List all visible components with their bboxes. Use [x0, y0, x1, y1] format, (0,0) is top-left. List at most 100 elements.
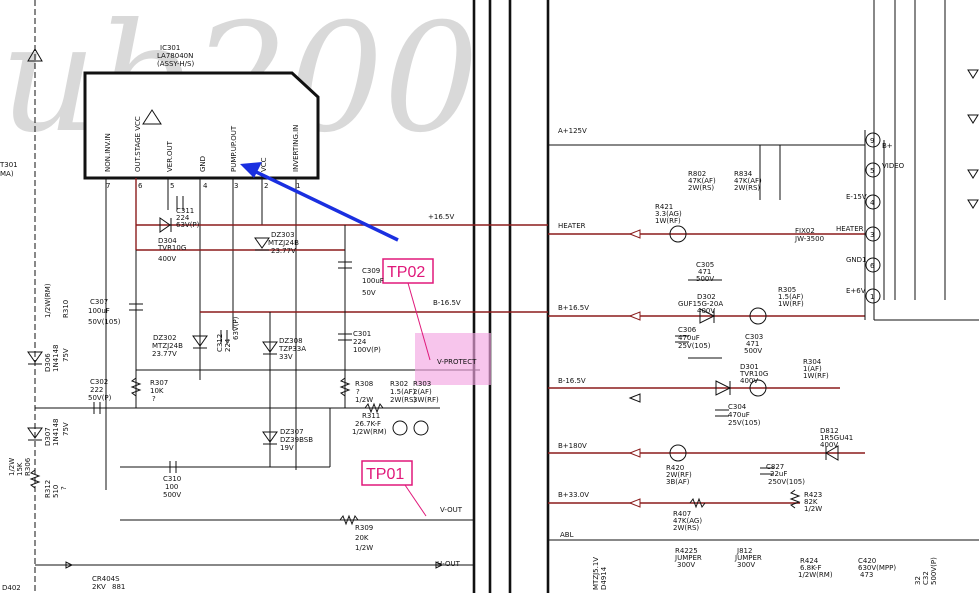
test-point-tp01: TP01 [366, 466, 404, 483]
connector-pin-num-1: 1 [870, 293, 874, 301]
r311-label-1: 26.7K-F [355, 420, 381, 428]
r305-label-0: R305 [778, 286, 796, 294]
c306-label-0: C306 [678, 326, 697, 334]
test-point-tp02: TP02 [387, 264, 425, 281]
r306-label-2: R306 [24, 457, 32, 476]
r307-label-2: ? [152, 395, 156, 403]
connector-pin-num-9: 9 [870, 137, 874, 145]
c301-label-0: C301 [353, 330, 371, 338]
d307-label-1: 1N4148 [52, 418, 60, 446]
d304-label-2: 400V [158, 255, 176, 263]
connector-pin-num-5: 5 [870, 167, 874, 175]
fix02-label-0: FIX02 [795, 227, 815, 235]
d302-label-1: GUF15G-20A [678, 300, 723, 308]
c827-label-2: 250V(105) [768, 478, 805, 486]
c302-label-0: C302 [90, 378, 108, 386]
r302-label-2: 2W(RS) [390, 396, 416, 404]
r308-label-0: R308 [355, 380, 373, 388]
r305-label-2: 1W(RF) [778, 300, 804, 308]
c311-label-2: 63V(P) [176, 221, 200, 229]
r834-label-2: 2W(RS) [734, 184, 760, 192]
net-label-b-minus-16v: B-16.5V [433, 299, 461, 307]
net-label-b-minus-16v-right: B-16.5V [558, 377, 586, 385]
net-label-plus-16v: +16.5V [428, 213, 454, 221]
c312-label-2: 63V(P) [232, 316, 240, 340]
connector-pin-name-video: VIDEO [882, 162, 905, 170]
crt-connector: 9 5 4 3 6 1 B+ VIDEO E-15V HEATER GND1 E… [836, 0, 979, 321]
c311-label-0: C311 [176, 207, 194, 215]
j812-label-0: J812 [736, 547, 752, 555]
c304-label-2: 25V(105) [728, 419, 761, 427]
cr404-label-0: CR404S [92, 575, 120, 583]
t301-label-0: T301 [0, 161, 18, 169]
r312-label-0: R312 [44, 480, 52, 498]
r306-label-0: 1/2W [8, 458, 16, 476]
r421-label-1: 3.3(AG) [655, 210, 682, 218]
d812-label-0: D812 [820, 427, 839, 435]
connector-pin-name-heater: HEATER [836, 225, 864, 233]
c304-label-1: 470uF [728, 411, 750, 419]
net-label-abl: ABL [560, 531, 574, 539]
c420-label-1: 630V(MPP) [858, 564, 896, 572]
d306-label-1: 1N4148 [52, 344, 60, 372]
r423-label-0: R423 [804, 491, 822, 499]
r802-label-0: R802 [688, 170, 706, 178]
net-label-v-protect: V-PROTECT [437, 358, 477, 366]
c311-label-1: 224 [176, 214, 190, 222]
dz308-label-1: TZP33A [278, 345, 306, 353]
r420-label-2: 3B(AF) [666, 478, 690, 486]
r407-label-2: 2W(RS) [673, 524, 699, 532]
ic-pin-num-6: 6 [138, 182, 143, 190]
r4225-label-0: R4225 [675, 547, 698, 555]
fix02-label-1: JW-3500 [794, 235, 824, 243]
d304-label-1: TVR10G [157, 244, 186, 252]
mtz-label-0: MTZJ5.1V [592, 557, 600, 590]
c307-label-0: C307 [90, 298, 108, 306]
ic-pin-name-1: INVERTING.IN [292, 125, 300, 172]
d304-label-0: D304 [158, 237, 177, 245]
c305-label-2: 500V [696, 275, 714, 283]
net-label-b-plus-180v: B+180V [558, 442, 587, 450]
c420-label-2: 473 [860, 571, 873, 579]
dz307-label-1: DZ39BSB [280, 436, 313, 444]
dz302-label-0: DZ302 [153, 334, 177, 342]
r312-label-2: ? [60, 486, 68, 490]
d301-label-2: 400V [740, 377, 758, 385]
c301-label-1: 224 [353, 338, 367, 346]
c309-label-2: 50V [362, 289, 376, 297]
dz303-label-1: MTZJ24B [268, 239, 299, 247]
j812-label-2: 300V [737, 561, 755, 569]
r303-label-1: 2(AF) [413, 388, 432, 396]
dz307-label-2: 19V [280, 444, 294, 452]
c310-label-1: 100 [165, 483, 178, 491]
d812-label-2: 400V [820, 441, 838, 449]
connector-pin-name-b-plus: B+ [882, 142, 893, 150]
net-label-heater: HEATER [558, 222, 586, 230]
r305-label-1: 1.5(AF) [778, 293, 804, 301]
ic-pin-name-6: OUT.STAGE VCC [134, 116, 142, 172]
cr404-label-2: 881 [112, 583, 125, 591]
dz303-label-2: 23.77V [271, 247, 296, 255]
ic-pin-num-3: 3 [234, 182, 238, 190]
c32-label-2: C32 [922, 571, 930, 585]
dz308-label-2: 33V [279, 353, 293, 361]
r304-label-0: R304 [803, 358, 822, 366]
dz303-label-0: DZ303 [271, 231, 295, 239]
r423-label-2: 1/2W [804, 505, 822, 513]
ic301: IC301 LA78040N (ASSY-H/S) NON.INV.IN OUT… [83, 44, 320, 190]
ic-pin-num-5: 5 [170, 182, 174, 190]
d402-label-0: D402 [2, 584, 21, 592]
d812-label-1: 1R5GU41 [820, 434, 853, 442]
r302-label-0: R302 [390, 380, 408, 388]
r311-label-0: R311 [362, 412, 380, 420]
dz308-label-0: DZ308 [279, 337, 303, 345]
c307-label-2: 50V(105) [88, 318, 121, 326]
d307-label-2: 75V [62, 422, 70, 436]
d306-label-2: 75V [62, 348, 70, 362]
r302-label-1: 1.5(AF) [390, 388, 416, 396]
r4225-label-2: 300V [677, 561, 695, 569]
ic-pin-name-3: PUMP.UP.OUT [230, 125, 238, 172]
dz302-label-2: 23.77V [152, 350, 177, 358]
c310-label-0: C310 [163, 475, 181, 483]
t301-label-1: MA) [0, 170, 14, 178]
